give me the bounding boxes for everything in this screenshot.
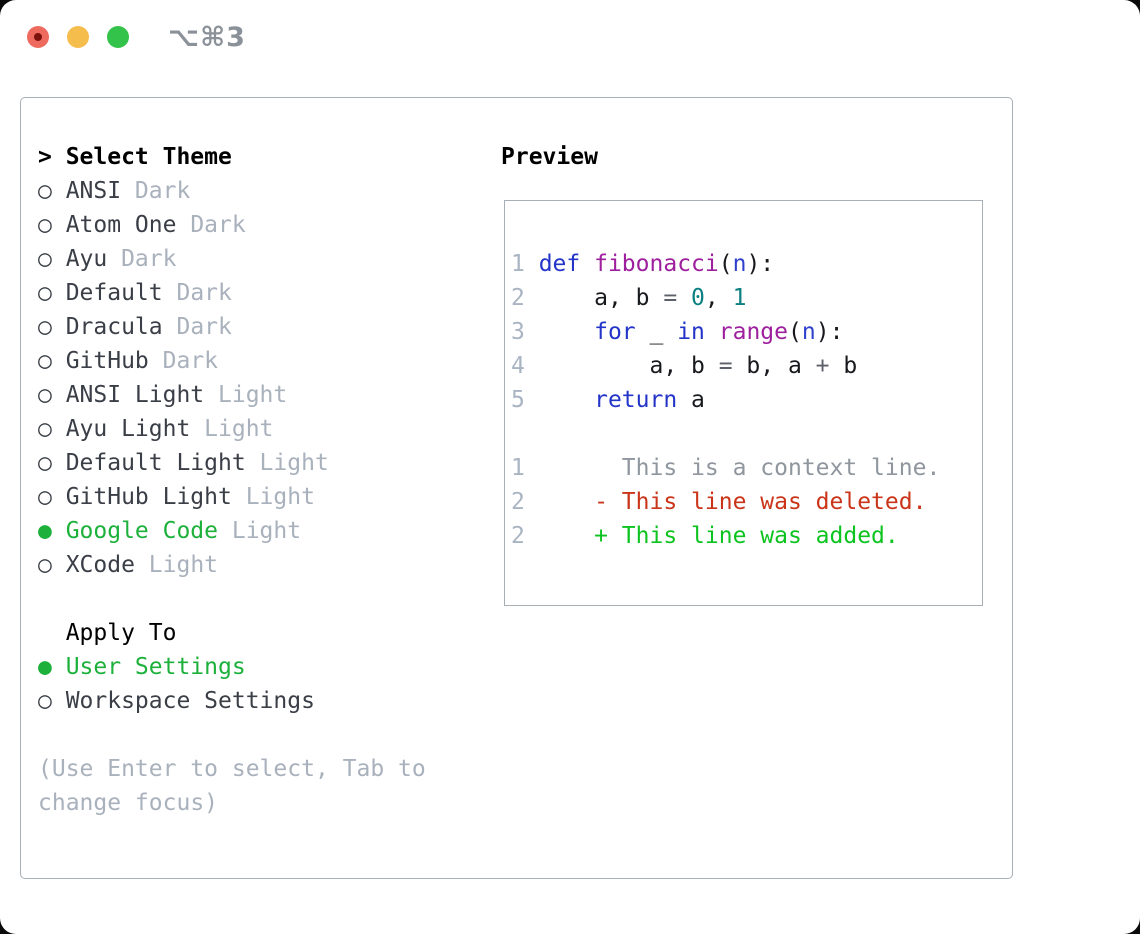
preview-column: Preview 1 def fibonacci(n): 2 a, b = 0, 1… xyxy=(501,140,983,606)
radio-unselected-icon: ○ xyxy=(38,314,52,340)
apply-option-name: Workspace Settings xyxy=(65,688,315,714)
line-number: 4 xyxy=(511,353,539,379)
line-number: 2 xyxy=(511,489,525,515)
radio-unselected-icon: ○ xyxy=(38,212,52,238)
preview-diff-line-added: 2 + This line was added. xyxy=(511,519,982,553)
radio-unselected-icon: ○ xyxy=(38,246,52,272)
theme-variant-label: Dark xyxy=(121,178,191,204)
radio-unselected-icon: ○ xyxy=(38,688,52,714)
theme-name: Ayu xyxy=(65,246,108,272)
theme-option-default[interactable]: ○ Default Dark xyxy=(38,276,426,310)
theme-name: Default xyxy=(65,280,163,306)
radio-unselected-icon: ○ xyxy=(38,382,52,408)
apply-to-label: Apply To xyxy=(65,620,177,646)
select-theme-header: > Select Theme xyxy=(38,140,426,174)
select-theme-label: Select Theme xyxy=(65,144,232,170)
minimize-button[interactable] xyxy=(67,26,89,48)
theme-variant-label: Dark xyxy=(162,280,232,306)
line-number: 2 xyxy=(511,285,539,311)
theme-option-default-light[interactable]: ○ Default Light Light xyxy=(38,446,426,480)
radio-unselected-icon: ○ xyxy=(38,178,52,204)
theme-variant-label: Light xyxy=(231,484,315,510)
apply-to-list: ● User Settings ○ Workspace Settings xyxy=(38,650,426,718)
theme-name: Default Light xyxy=(65,450,246,476)
blank-line xyxy=(511,213,982,247)
hint-text: (Use Enter to select, Tab to change focu… xyxy=(38,752,426,820)
theme-name: GitHub Light xyxy=(65,484,232,510)
titlebar: ⌥⌘3 xyxy=(0,0,1140,75)
preview-diff-line-deleted: 2 - This line was deleted. xyxy=(511,485,982,519)
hint-line-1: (Use Enter to select, Tab to xyxy=(38,756,426,782)
diff-text: + This line was added. xyxy=(594,523,899,549)
theme-name: Ayu Light xyxy=(65,416,191,442)
theme-variant-label: Dark xyxy=(176,212,246,238)
line-number: 3 xyxy=(511,319,539,345)
preview-code-line: 1 def fibonacci(n): xyxy=(511,251,775,277)
theme-variant-label: Light xyxy=(204,382,288,408)
cursor-icon: > xyxy=(38,144,52,170)
radio-unselected-icon: ○ xyxy=(38,348,52,374)
line-number: 1 xyxy=(511,251,539,277)
apply-to-header: Apply To xyxy=(38,616,426,650)
theme-variant-label: Dark xyxy=(107,246,177,272)
zoom-button[interactable] xyxy=(107,26,129,48)
preview-header: Preview xyxy=(501,140,983,174)
theme-variant-label: Dark xyxy=(148,348,219,374)
preview-label: Preview xyxy=(501,144,598,170)
theme-variant-label: Light xyxy=(245,450,329,476)
line-number: 5 xyxy=(511,387,539,413)
apply-to-section: Apply To ● User Settings ○ Workspace Settin… xyxy=(38,616,426,718)
theme-option-ayu[interactable]: ○ Ayu Dark xyxy=(38,242,426,276)
radio-unselected-icon: ○ xyxy=(38,450,52,476)
hint-line-2: change focus) xyxy=(38,790,219,816)
diff-text: This is a context line. xyxy=(594,455,941,481)
line-number: 1 xyxy=(511,455,525,481)
theme-option-github[interactable]: ○ GitHub Dark xyxy=(38,344,426,378)
theme-option-google-code[interactable]: ● Google Code Light xyxy=(38,514,426,548)
theme-name: Google Code xyxy=(65,518,219,544)
theme-option-ayu-light[interactable]: ○ Ayu Light Light xyxy=(38,412,426,446)
preview-code-line: 4 a, b = b, a + b xyxy=(511,353,858,379)
close-button[interactable] xyxy=(27,26,49,48)
theme-option-xcode[interactable]: ○ XCode Light xyxy=(38,548,426,582)
apply-option-workspace-settings[interactable]: ○ Workspace Settings xyxy=(38,684,426,718)
apply-option-user-settings[interactable]: ● User Settings xyxy=(38,650,426,684)
theme-variant-label: Light xyxy=(134,552,219,578)
theme-option-atom-one[interactable]: ○ Atom One Dark xyxy=(38,208,426,242)
window-title: ⌥⌘3 xyxy=(168,22,246,53)
preview-code-line: 2 a, b = 0, 1 xyxy=(511,285,747,311)
theme-name: ANSI Light xyxy=(65,382,205,408)
code-preview: 1 def fibonacci(n): 2 a, b = 0, 1 3 for _ … xyxy=(505,201,982,553)
theme-variant-label: Light xyxy=(218,518,302,544)
theme-option-github-light[interactable]: ○ GitHub Light Light xyxy=(38,480,426,514)
theme-variant-label: Dark xyxy=(162,314,232,340)
radio-unselected-icon: ○ xyxy=(38,552,52,578)
theme-picker-panel: >Select Theme ○ANSI Dark○Atom One Dark○A… xyxy=(20,97,1013,879)
preview-code-line: 3 for _ in range(n): xyxy=(511,319,844,345)
preview-box: 1 def fibonacci(n): 2 a, b = 0, 1 3 for _ … xyxy=(504,200,983,606)
theme-name: XCode xyxy=(65,552,135,578)
theme-list-column: >Select Theme ○ANSI Dark○Atom One Dark○A… xyxy=(38,140,426,820)
close-dot-icon xyxy=(34,33,42,41)
line-number: 2 xyxy=(511,523,525,549)
radio-selected-icon: ● xyxy=(38,518,52,544)
preview-code-line: 5 return a xyxy=(511,387,705,413)
theme-variant-label: Light xyxy=(190,416,274,442)
radio-unselected-icon: ○ xyxy=(38,484,52,510)
theme-option-dracula[interactable]: ○ Dracula Dark xyxy=(38,310,426,344)
preview-diff-line-context: 1 This is a context line. xyxy=(511,451,982,485)
radio-unselected-icon: ○ xyxy=(38,280,52,306)
theme-option-ansi[interactable]: ○ ANSI Dark xyxy=(38,174,426,208)
diff-text: - This line was deleted. xyxy=(594,489,927,515)
theme-name: Dracula xyxy=(65,314,163,340)
blank-line xyxy=(511,417,982,451)
theme-name: ANSI xyxy=(65,178,122,204)
theme-name: GitHub xyxy=(65,348,149,374)
apply-option-name: User Settings xyxy=(65,654,246,680)
theme-list: ○ ANSI Dark ○ Atom One Dark ○ Ayu Dark ○ Defaul… xyxy=(38,174,426,582)
radio-selected-icon: ● xyxy=(38,654,52,680)
theme-name: Atom One xyxy=(65,212,177,238)
radio-unselected-icon: ○ xyxy=(38,416,52,442)
theme-option-ansi-light[interactable]: ○ ANSI Light Light xyxy=(38,378,426,412)
